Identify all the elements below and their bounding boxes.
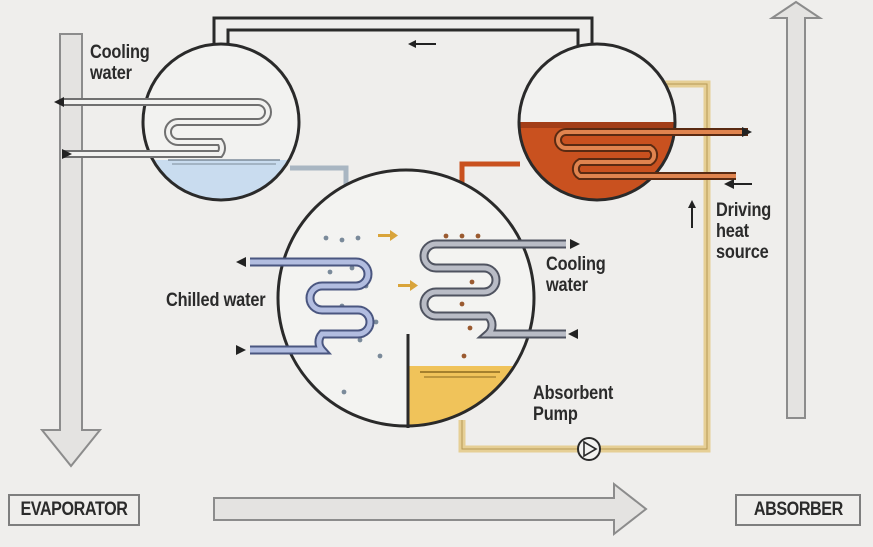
chilled-water-label: Chilled water xyxy=(166,290,266,311)
generator-vessel xyxy=(517,42,752,202)
evaporator-to-absorber-arrow xyxy=(213,481,648,537)
flow-arrow-icon xyxy=(408,40,436,48)
main-vessel xyxy=(236,168,580,428)
vapour-flow-arrow xyxy=(378,230,418,291)
evaporator-box: EVAPORATOR xyxy=(8,494,140,526)
absorber-box: ABSORBER xyxy=(735,494,861,526)
absorber-side-arrow xyxy=(768,0,824,419)
pump-icon xyxy=(577,437,601,461)
flow-arrow-icon xyxy=(688,200,696,228)
vapour-pipe xyxy=(212,16,594,48)
